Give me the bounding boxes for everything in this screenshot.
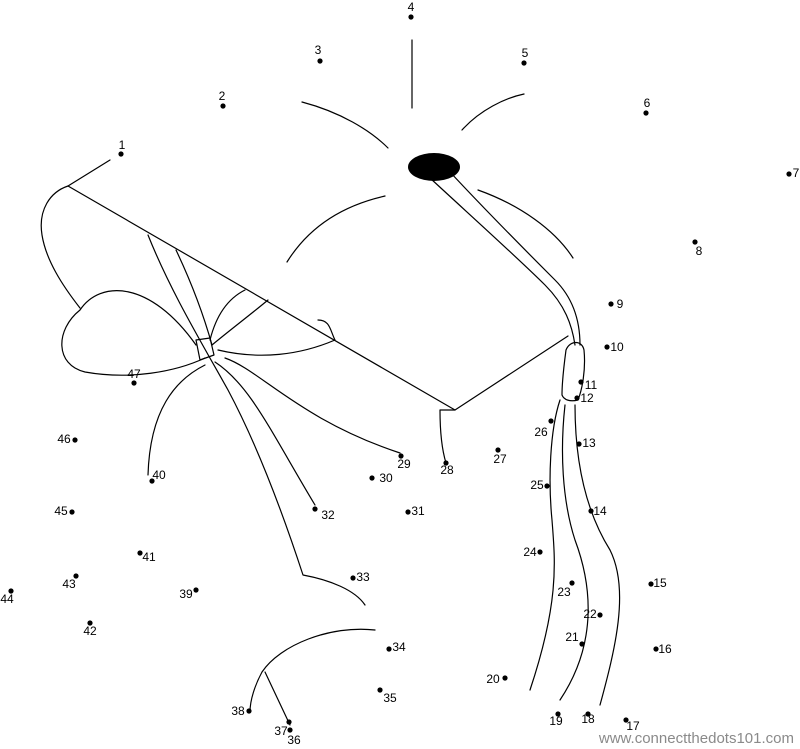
dot-marker (574, 395, 580, 401)
dot-marker (118, 151, 124, 157)
dot-label: 28 (440, 463, 454, 477)
dot-marker (555, 711, 561, 717)
dot-label: 45 (54, 504, 68, 518)
dot-label: 14 (593, 504, 607, 518)
dot-marker (220, 103, 226, 109)
dot-label: 8 (696, 244, 703, 258)
dot-marker (149, 478, 155, 484)
dot-label: 12 (580, 391, 594, 405)
dot-label: 19 (549, 714, 563, 728)
dot-marker (648, 581, 654, 587)
dot-label: 27 (493, 452, 507, 466)
dot-marker (578, 379, 584, 385)
dot-marker (369, 475, 375, 481)
dot-marker (588, 508, 594, 514)
dot-label: 31 (411, 504, 425, 518)
dot-label: 38 (231, 704, 245, 718)
dot-label: 26 (534, 425, 548, 439)
dot-marker (137, 550, 143, 556)
dot-marker (73, 573, 79, 579)
dot-marker (521, 60, 527, 66)
dot-marker (548, 418, 554, 424)
dot-marker (623, 717, 629, 723)
dot-marker (569, 580, 575, 586)
dot-label: 30 (379, 471, 393, 485)
dot-marker (131, 380, 137, 386)
dot-marker (312, 506, 318, 512)
dot-marker (405, 509, 411, 515)
dot-marker (579, 641, 585, 647)
dot-marker (287, 727, 293, 733)
dot-marker (286, 719, 292, 725)
dot-label: 44 (0, 592, 14, 606)
dot-marker (69, 509, 75, 515)
dot-marker (8, 588, 14, 594)
dot-marker (408, 14, 414, 20)
dot-marker (597, 612, 603, 618)
dot-label: 6 (644, 96, 651, 110)
dot-label: 2 (219, 89, 226, 103)
dot-label: 7 (793, 166, 800, 180)
dot-label: 20 (486, 672, 500, 686)
dot-label: 32 (321, 508, 335, 522)
dot-label: 33 (356, 570, 370, 584)
dot-label: 46 (57, 432, 71, 446)
dot-marker (502, 675, 508, 681)
dot-label: 11 (585, 378, 598, 392)
dot-marker (653, 646, 659, 652)
dot-label: 29 (397, 457, 411, 471)
dot-label: 25 (530, 478, 544, 492)
dot-marker (398, 453, 404, 459)
dot-label: 17 (626, 719, 640, 733)
dot-marker (544, 483, 550, 489)
dot-label: 23 (557, 585, 571, 599)
dot-label: 36 (287, 733, 301, 747)
dot-marker (87, 620, 93, 626)
dot-label: 9 (617, 297, 624, 311)
dot-label: 22 (583, 607, 597, 621)
dot-label: 3 (315, 43, 322, 57)
dot-marker (786, 171, 792, 177)
dot-label: 21 (565, 630, 579, 644)
dot-label: 24 (523, 545, 537, 559)
dot-label: 42 (83, 624, 97, 638)
dot-label: 5 (522, 46, 529, 60)
dot-label: 34 (392, 640, 406, 654)
dot-marker (350, 575, 356, 581)
dot-marker (604, 344, 610, 350)
dot-marker (72, 437, 78, 443)
dot-marker (643, 110, 649, 116)
dot-marker (377, 687, 383, 693)
dot-marker (246, 708, 252, 714)
dot-label: 13 (582, 436, 596, 450)
dot-label: 16 (658, 642, 672, 656)
dot-marker (585, 711, 591, 717)
dot-label: 1 (119, 138, 126, 152)
dot-marker (317, 58, 323, 64)
dot-label: 40 (152, 468, 166, 482)
dot-label: 37 (274, 724, 288, 738)
dot-marker (495, 447, 501, 453)
dot-label: 47 (127, 367, 141, 381)
dot-marker (193, 587, 199, 593)
dot-marker (692, 239, 698, 245)
dot-label: 18 (581, 712, 595, 726)
dot-marker (576, 441, 582, 447)
dot-label: 41 (142, 550, 156, 564)
dot-label: 35 (383, 691, 397, 705)
dot-marker (537, 549, 543, 555)
dot-label: 4 (408, 0, 415, 14)
dot-label: 43 (62, 577, 76, 591)
cap-line-art (40, 39, 621, 726)
dot-marker (386, 646, 392, 652)
dot-label: 39 (179, 587, 193, 601)
dot-markers (8, 14, 792, 733)
dot-label: 15 (653, 576, 667, 590)
dot-marker (608, 301, 614, 307)
dot-label: 10 (610, 340, 624, 354)
watermark: www.connectthedots101.com (598, 730, 794, 747)
dot-marker (443, 460, 449, 466)
